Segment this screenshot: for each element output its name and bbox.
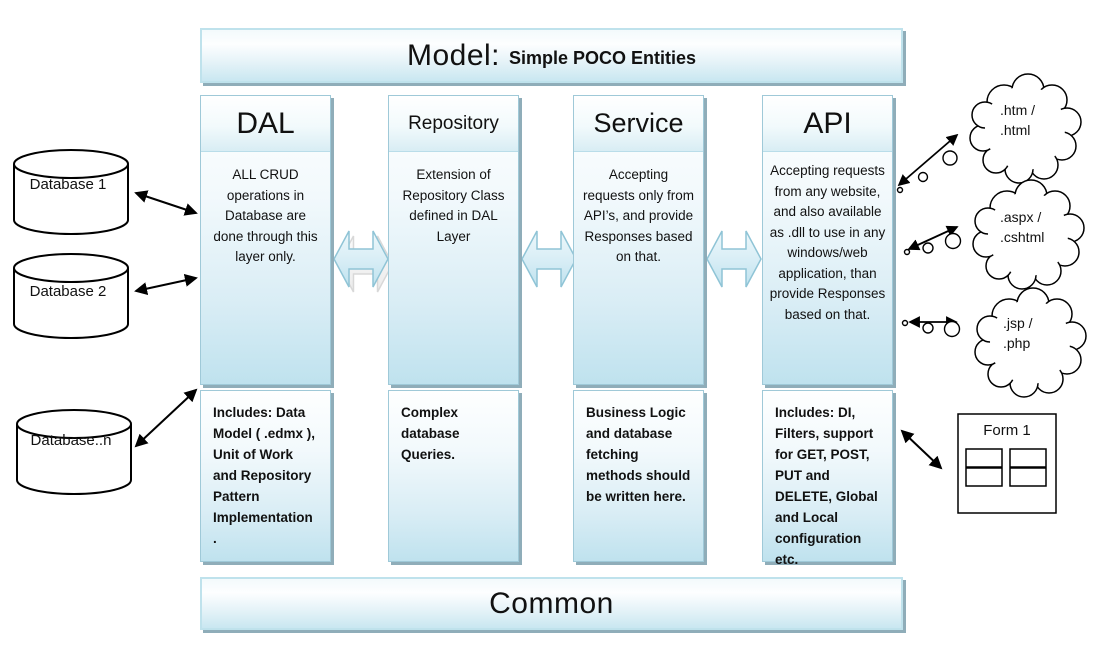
model-banner: Model: Simple POCO Entities: [200, 28, 903, 83]
database-2-label: Database 2: [29, 283, 107, 300]
cloud-jsp-line1: .jsp /: [1003, 315, 1033, 331]
cloud-aspx-line1: .aspx /: [1000, 209, 1042, 225]
database-n-cylinder-icon: [16, 409, 132, 495]
cloud-aspx-bubble-trail-icon: [903, 232, 962, 256]
layer-repository-title: Repository: [408, 112, 499, 134]
layer-api-includes: Includes: DI, Filters, support for GET, …: [775, 405, 878, 567]
cloud-aspx-line2: .cshtml: [1000, 229, 1045, 245]
api-form-arrow: [900, 429, 943, 470]
layer-api-title: API: [803, 106, 852, 140]
model-banner-subtitle: Simple POCO Entities: [509, 48, 697, 68]
repository-service-double-arrow-icon: [521, 230, 577, 288]
cloud-htm-line2: .html: [1000, 122, 1031, 138]
layer-service-includes: Business Logic and database fetching met…: [586, 405, 691, 504]
dal-repository-double-arrow-icon: [333, 230, 389, 288]
api-cloud-aspx-arrow: [907, 225, 959, 251]
database-n-label: Database..n: [30, 432, 112, 449]
layer-api: API Accepting requests from any website,…: [762, 95, 893, 385]
layer-dal: DAL ALL CRUD operations in Database are …: [200, 95, 331, 385]
database-1-label: Database 1: [29, 176, 107, 193]
common-banner-title: Common: [489, 586, 614, 620]
layer-service: Service Accepting requests only from API…: [573, 95, 704, 385]
layer-api-includes-box: Includes: DI, Filters, support for GET, …: [762, 390, 893, 567]
cloud-jsp-label: .jsp / .php: [1003, 313, 1033, 353]
cloud-jsp-line2: .php: [1003, 335, 1031, 351]
cloud-jsp-bubble-trail-icon: [901, 319, 961, 338]
common-banner: Common: [200, 577, 903, 630]
cloud-htm-bubble-trail-icon: [896, 150, 958, 194]
layer-service-header: Service: [574, 96, 703, 152]
layer-api-description: Accepting requests from any website, and…: [769, 163, 886, 322]
layer-dal-title: DAL: [236, 106, 295, 140]
database1-dal-arrow: [134, 190, 198, 216]
layer-repository-includes-box: Complex database Queries.: [388, 390, 519, 562]
layer-repository: Repository Extension of Repository Class…: [388, 95, 519, 385]
layer-dal-header: DAL: [201, 96, 330, 152]
service-api-double-arrow-icon: [706, 230, 762, 288]
layer-service-description: Accepting requests only from API’s, and …: [582, 167, 695, 264]
layer-dal-description: ALL CRUD operations in Database are done…: [213, 167, 318, 264]
cloud-htm-label: .htm / .html: [1000, 100, 1035, 140]
layer-dal-includes-box: Includes: Data Model ( .edmx ), Unit of …: [200, 390, 331, 562]
layer-api-header: API: [763, 96, 892, 152]
database2-dal-arrow: [134, 273, 198, 296]
model-banner-title: Model:: [406, 38, 500, 72]
layer-repository-includes: Complex database Queries.: [401, 405, 460, 462]
databasen-dal-arrow: [134, 388, 198, 448]
layer-repository-header: Repository: [389, 96, 518, 152]
layer-dal-includes: Includes: Data Model ( .edmx ), Unit of …: [213, 405, 316, 546]
layer-repository-description: Extension of Repository Class defined in…: [402, 167, 505, 244]
api-cloud-htm-arrow: [897, 133, 959, 187]
form-title: Form 1: [983, 422, 1031, 439]
layer-service-title: Service: [593, 108, 684, 138]
layer-service-includes-box: Business Logic and database fetching met…: [573, 390, 704, 562]
cloud-aspx-label: .aspx / .cshtml: [1000, 207, 1044, 247]
cloud-htm-line1: .htm /: [1000, 102, 1036, 118]
